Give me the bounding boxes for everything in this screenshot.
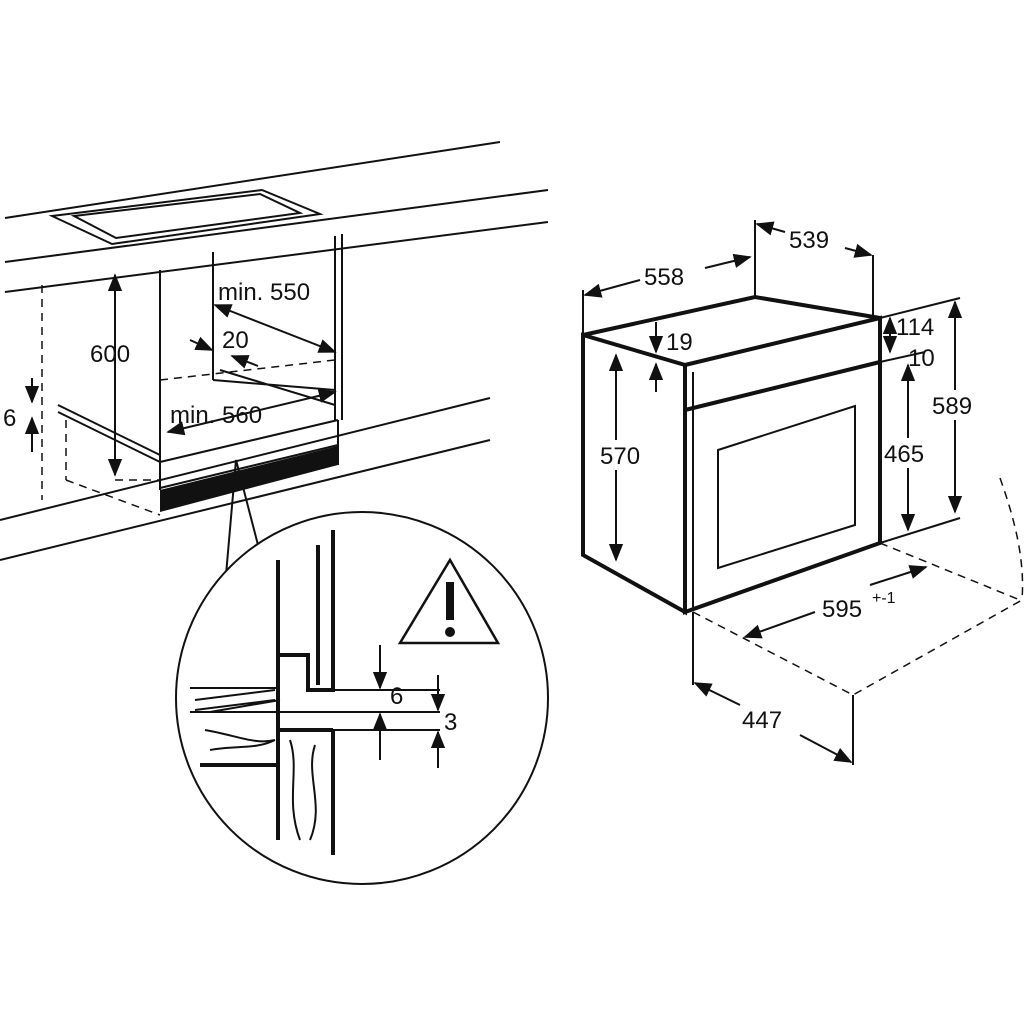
- cabinet-scene: 600 min. 550 20 min. 560 6: [0, 141, 549, 561]
- dim-width-tolerance: +-1: [872, 590, 896, 607]
- dim-gap-top: 6: [390, 683, 403, 710]
- dim-width: 595: [822, 596, 862, 623]
- dim-depth-total: 558: [644, 264, 684, 291]
- dim-gap-bottom: 3: [444, 709, 457, 736]
- warning-triangle-icon: [397, 557, 501, 645]
- dim-min-width: min. 560: [170, 402, 262, 429]
- dim-door-open: 447: [742, 707, 782, 734]
- dim-total-height: 589: [932, 393, 972, 420]
- oven-drawing: 558 539 19 570 114 10 465 589 595 +-1 44…: [581, 220, 1024, 765]
- dim-cabinet-height: 600: [90, 341, 130, 368]
- dim-depth-body: 539: [789, 227, 829, 254]
- dim-body-height: 570: [600, 443, 640, 470]
- dim-side-gap: 6: [3, 405, 16, 432]
- plinth: [160, 446, 338, 512]
- detail-callout: 6 3: [175, 459, 549, 885]
- dim-panel-height: 114: [896, 314, 934, 341]
- dim-min-depth: min. 550: [218, 279, 310, 306]
- dim-front-thickness: 19: [666, 329, 693, 356]
- dim-inner-height: 465: [884, 441, 924, 468]
- dim-rail-offset: 20: [222, 327, 249, 354]
- dim-panel-gap: 10: [908, 345, 935, 372]
- hob: [48, 188, 324, 246]
- oven-window: [717, 404, 856, 570]
